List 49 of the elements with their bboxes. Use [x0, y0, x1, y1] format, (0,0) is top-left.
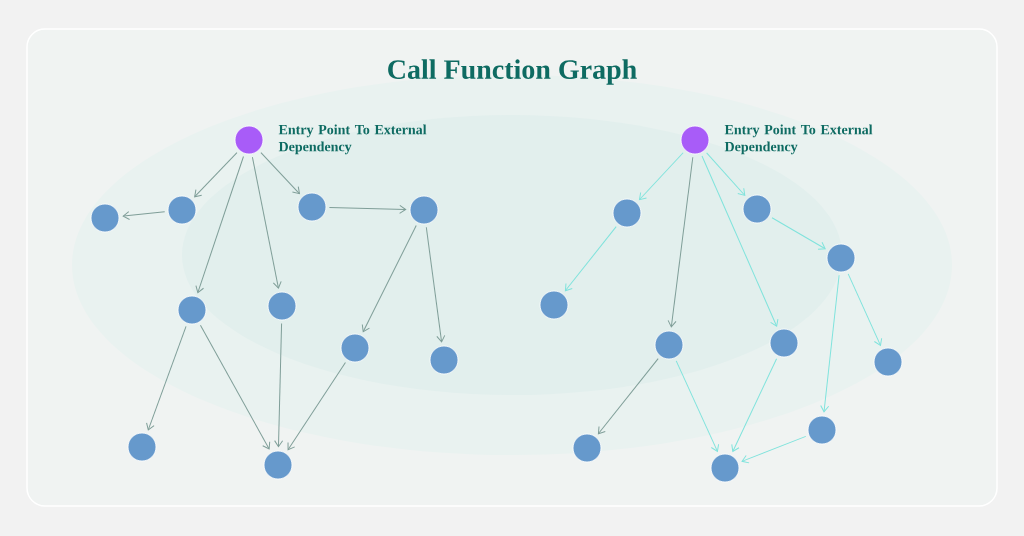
- arrow: [597, 358, 659, 435]
- graph-node: [680, 125, 710, 155]
- arrow: [194, 152, 238, 198]
- arrow: [741, 435, 807, 464]
- graph-node: [807, 415, 837, 445]
- graph-node: [873, 347, 903, 377]
- arrow: [706, 152, 746, 196]
- graph-node: [177, 295, 207, 325]
- arrow: [328, 204, 407, 214]
- arrow: [771, 217, 826, 250]
- arrow: [847, 273, 883, 346]
- node-caption: Entry Point To External Dependency: [278, 124, 427, 155]
- graph-node: [710, 453, 740, 483]
- arrow: [287, 362, 346, 451]
- arrow: [701, 155, 779, 327]
- graph-node: [234, 125, 264, 155]
- arrow: [199, 324, 271, 450]
- arrow: [361, 225, 417, 333]
- graph-node: [340, 333, 370, 363]
- arrow: [667, 156, 694, 328]
- title: Call Function Graph: [388, 59, 637, 85]
- graph-node: [263, 450, 293, 480]
- node-caption: Entry Point To External Dependency: [724, 124, 873, 155]
- graph-node: [127, 432, 157, 462]
- graph-node: [826, 243, 856, 273]
- arrow: [731, 358, 778, 452]
- graph-node: [612, 198, 642, 228]
- graph-node: [297, 192, 327, 222]
- arrow: [274, 322, 284, 448]
- graph-node: [572, 433, 602, 463]
- graph-node: [267, 291, 297, 321]
- arrow: [146, 325, 187, 431]
- arrow: [122, 211, 166, 220]
- graph-node: [539, 290, 569, 320]
- arrow: [425, 226, 446, 343]
- arrow: [564, 226, 617, 292]
- arrow: [251, 156, 282, 289]
- arrow: [260, 152, 300, 195]
- graph-node: [90, 203, 120, 233]
- graph-node: [429, 345, 459, 375]
- arrow: [195, 156, 244, 294]
- graph-node: [409, 195, 439, 225]
- arrow: [675, 360, 720, 452]
- arrow: [820, 274, 840, 413]
- graph-node: [167, 195, 197, 225]
- arrow: [639, 152, 684, 201]
- graph-node: [769, 328, 799, 358]
- graph-node: [654, 330, 684, 360]
- graph-node: [742, 194, 772, 224]
